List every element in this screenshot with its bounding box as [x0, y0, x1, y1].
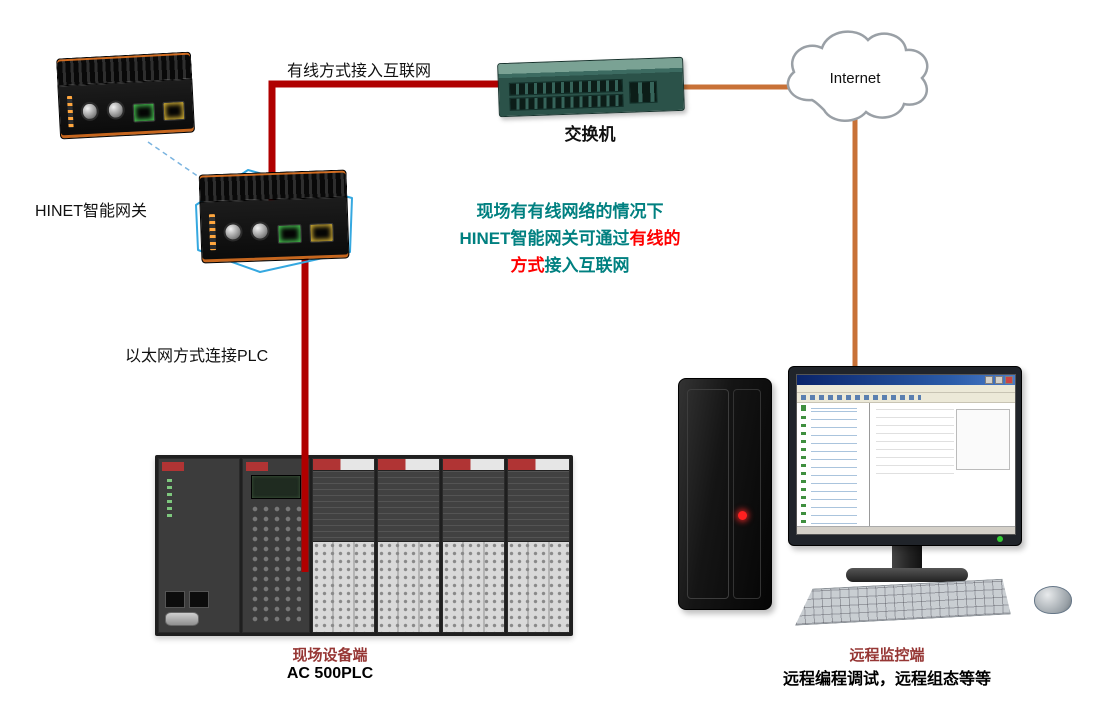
io-module-body	[313, 471, 374, 542]
hinet-gateway-device	[55, 51, 196, 140]
gateway-antenna-connector	[223, 221, 243, 242]
plc-link-label: 以太网方式连接PLC	[125, 348, 269, 365]
gateway-front-panel	[199, 196, 350, 264]
gateway-wan-port	[309, 222, 334, 243]
internet-cloud-icon	[786, 30, 929, 122]
window-statusbar	[797, 526, 1015, 534]
plc-model-label: AC 500PLC	[286, 665, 374, 682]
io-module-body	[443, 471, 504, 542]
maximize-icon	[995, 376, 1003, 384]
plc-cpu-ports	[165, 591, 233, 626]
io-terminal-block	[378, 542, 439, 632]
io-terminal-block	[443, 542, 504, 632]
gateway-antenna-connector	[250, 220, 270, 241]
io-terminal-block	[313, 542, 374, 632]
hinet-gateway-device-connected	[198, 169, 350, 264]
gateway-wan-port	[162, 100, 186, 121]
gateway-antenna-connector	[106, 99, 126, 120]
internet-label: Internet	[829, 70, 881, 87]
io-module-body	[378, 471, 439, 542]
mouse	[1034, 586, 1072, 614]
gateway-highlight-outline	[195, 169, 353, 273]
tower-panel-seam	[687, 389, 729, 599]
gateway-lan-port	[132, 102, 156, 123]
ethernet-switch-device	[497, 56, 685, 118]
project-tree-panel	[797, 403, 870, 526]
plc-io-module	[312, 458, 375, 633]
note-line2: HINET智能网关可通过有线的	[459, 229, 681, 248]
plc-ethernet-port	[165, 591, 185, 608]
io-module-label-strip	[378, 459, 439, 471]
io-terminal-block	[508, 542, 569, 632]
remote-side-label: 远程监控端	[849, 647, 925, 664]
gateway-lan-port	[277, 223, 302, 244]
close-icon	[1005, 376, 1013, 384]
monitor-stand-neck	[892, 544, 922, 572]
software-window	[796, 374, 1016, 535]
switch-uplink-ports	[628, 80, 658, 104]
note-line1: 现场有有线网络的情况下	[476, 202, 664, 221]
gateway-status-leds	[66, 96, 75, 128]
plc-ethernet-port	[189, 591, 209, 608]
plc-io-module	[507, 458, 570, 633]
gateway-antenna-connector	[80, 100, 100, 121]
plc-lcd-display	[251, 475, 301, 499]
window-toolbar	[797, 393, 1015, 403]
center-note: 现场有有线网络的情况下 HINET智能网关可通过有线的 方式接入互联网	[420, 198, 720, 279]
switch-port-row	[508, 78, 624, 96]
plc-keypad	[251, 505, 301, 626]
io-module-label-strip	[313, 459, 374, 471]
io-module-label-strip	[508, 459, 569, 471]
switch-port-row	[509, 93, 624, 111]
gateway-front-panel	[57, 78, 196, 140]
plc-display-module	[242, 458, 310, 633]
ethernet-wire-gateway-to-switch	[268, 80, 500, 210]
computer-tower	[678, 378, 772, 610]
plc-io-module	[442, 458, 505, 633]
plc-cpu-module	[158, 458, 240, 633]
tower-panel-seam	[733, 389, 761, 599]
plc-serial-connector	[165, 612, 199, 626]
window-titlebar	[797, 375, 1015, 385]
editor-panel	[870, 403, 1015, 526]
io-module-body	[508, 471, 569, 542]
monitor-stand-base	[846, 568, 968, 582]
gateway-label: HINET智能网关	[35, 203, 148, 220]
plc-status-leds	[167, 479, 172, 521]
abb-logo-tag	[246, 462, 268, 471]
plc-device	[155, 455, 573, 636]
window-menubar	[797, 385, 1015, 393]
remote-side-description: 远程编程调试，远程组态等等	[782, 671, 991, 688]
minimize-icon	[985, 376, 993, 384]
wired-connection-label: 有线方式接入互联网	[287, 63, 432, 80]
window-workarea	[797, 403, 1015, 526]
switch-label: 交换机	[564, 125, 616, 144]
plc-io-module	[377, 458, 440, 633]
gateway-status-leds	[208, 214, 217, 251]
monitor	[788, 366, 1022, 546]
note-line3: 方式接入互联网	[510, 256, 630, 275]
tower-power-led	[738, 511, 747, 520]
field-side-label: 现场设备端	[292, 647, 368, 664]
io-module-label-strip	[443, 459, 504, 471]
abb-logo-tag	[162, 462, 184, 471]
